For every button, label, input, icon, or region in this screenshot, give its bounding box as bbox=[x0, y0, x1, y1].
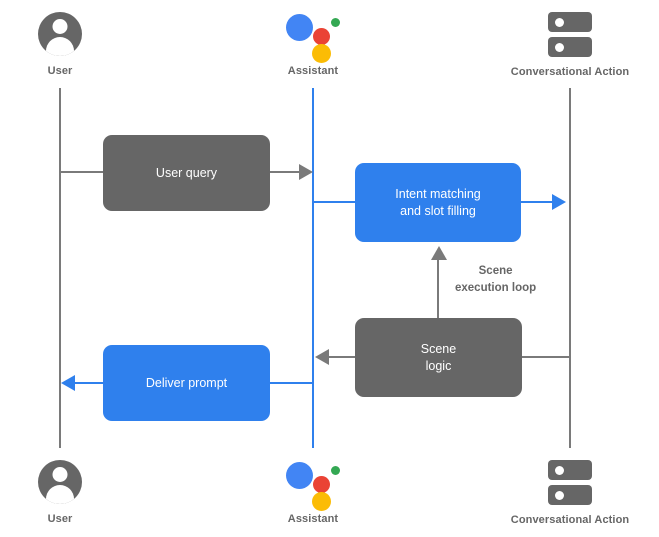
lane-label-user-top: User bbox=[47, 65, 73, 77]
lane-label-conversational-action-bottom: Conversational Action bbox=[510, 514, 630, 526]
annotation-scene-execution-loop-line2: execution loop bbox=[455, 282, 537, 294]
node-intent-matching[interactable]: Intent matching and slot filling bbox=[355, 163, 521, 242]
node-scene-logic-label-line2: logic bbox=[425, 358, 452, 373]
arrowhead-scene-logic-to-assistant bbox=[315, 349, 329, 365]
lane-label-conversational-action-top: Conversational Action bbox=[510, 66, 630, 78]
node-scene-logic[interactable]: Scene logic bbox=[355, 318, 522, 397]
server-icon bbox=[548, 10, 592, 60]
connector-scene-logic-to-assistant bbox=[328, 356, 358, 358]
connector-deliver-prompt-to-user bbox=[75, 382, 105, 384]
node-user-query-label: User query bbox=[155, 165, 218, 180]
user-avatar-icon-bottom bbox=[38, 460, 82, 504]
arrowhead-deliver-prompt-to-user bbox=[61, 375, 75, 391]
node-scene-logic-label-line1: Scene bbox=[420, 341, 457, 356]
lane-label-user-bottom: User bbox=[47, 513, 73, 525]
lane-label-assistant-top: Assistant bbox=[287, 65, 339, 77]
lifeline-assistant bbox=[312, 88, 314, 448]
google-assistant-icon-bottom bbox=[286, 456, 340, 511]
lifeline-user bbox=[59, 88, 61, 448]
annotation-scene-execution-loop: Scene execution loop bbox=[455, 263, 536, 297]
connector-intent-to-conversational-action bbox=[520, 201, 555, 203]
user-avatar-icon bbox=[38, 12, 82, 56]
connector-user-to-userquery bbox=[59, 171, 105, 173]
lifeline-conversational-action bbox=[569, 88, 571, 448]
google-assistant-icon bbox=[286, 8, 340, 63]
arrowhead-scene-logic-to-intent bbox=[431, 246, 447, 260]
node-intent-matching-label-line1: Intent matching bbox=[395, 186, 481, 201]
lane-label-assistant-bottom: Assistant bbox=[287, 513, 339, 525]
server-icon-bottom bbox=[548, 458, 592, 508]
connector-scene-logic-to-conversational-action bbox=[521, 356, 570, 358]
arrowhead-userquery-to-assistant bbox=[299, 164, 313, 180]
connector-scene-logic-to-intent bbox=[437, 258, 439, 320]
node-intent-matching-label-line2: and slot filling bbox=[400, 203, 476, 218]
connector-assistant-to-intent bbox=[312, 201, 357, 203]
node-deliver-prompt[interactable]: Deliver prompt bbox=[103, 345, 270, 421]
arrowhead-intent-to-conversational-action bbox=[552, 194, 566, 210]
node-user-query[interactable]: User query bbox=[103, 135, 270, 211]
connector-assistant-to-deliver-prompt bbox=[270, 382, 314, 384]
node-deliver-prompt-label: Deliver prompt bbox=[145, 375, 228, 390]
annotation-scene-execution-loop-line1: Scene bbox=[478, 265, 513, 277]
connector-userquery-to-assistant bbox=[270, 171, 304, 173]
